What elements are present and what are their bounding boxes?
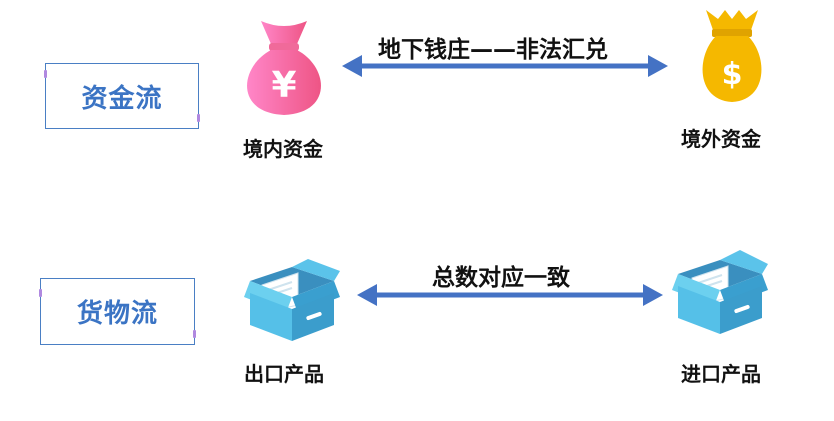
money-flow-double-arrow <box>342 55 668 77</box>
money-flow-relation: 地下钱庄——非法汇兑 <box>378 37 608 63</box>
import-products-label: 进口产品 <box>681 362 761 386</box>
money-flow-box: 资金流 <box>44 63 200 129</box>
dollar-money-bag-icon: $ <box>702 10 762 102</box>
yen-symbol: ¥ <box>271 65 296 106</box>
goods-flow-relation: 总数对应一致 <box>432 265 570 291</box>
dollar-symbol: $ <box>722 57 743 92</box>
goods-flow-double-arrow <box>357 284 663 306</box>
import-box-icon <box>672 250 768 334</box>
yen-money-bag-icon: ¥ <box>247 21 321 115</box>
money-flow-title: 资金流 <box>81 83 163 114</box>
export-products-label: 出口产品 <box>244 362 324 386</box>
export-box-icon <box>244 259 340 341</box>
goods-flow-box: 货物流 <box>39 278 196 345</box>
goods-flow-title: 货物流 <box>76 299 158 329</box>
domestic-funds-label: 境内资金 <box>243 137 323 161</box>
overseas-funds-label: 境外资金 <box>681 127 761 151</box>
